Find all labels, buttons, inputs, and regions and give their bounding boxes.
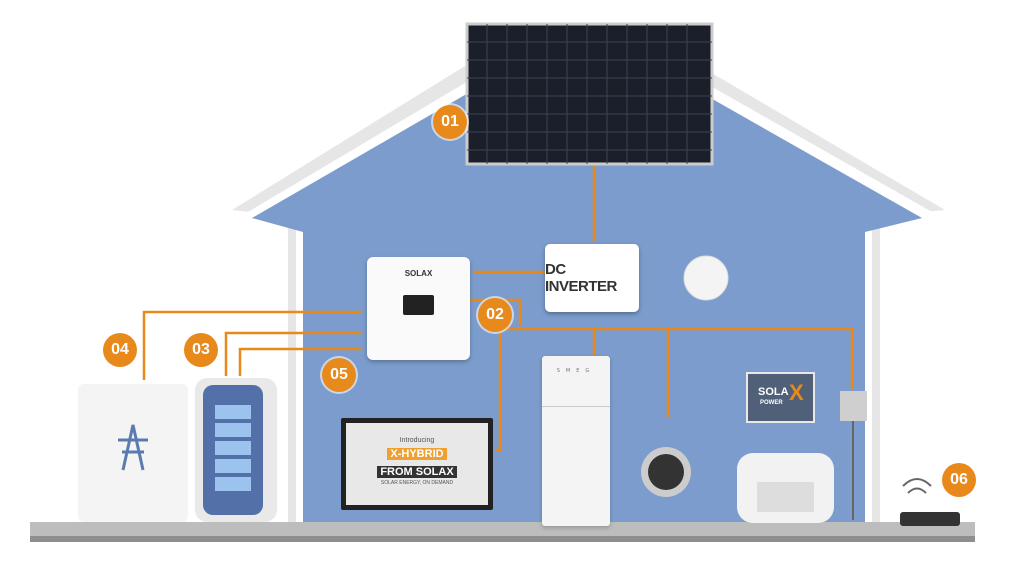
badge-05: 05 [322, 358, 356, 392]
badge-04: 04 [103, 333, 137, 367]
fridge-brand: SMEG [556, 368, 596, 374]
tv-line3: FROM SOLAX [377, 466, 457, 478]
badge-02: 02 [478, 298, 512, 332]
tv-screen: Introducing X-HYBRID FROM SOLAX SOLAR EN… [346, 423, 488, 505]
badge-01: 01 [433, 105, 467, 139]
router [900, 478, 960, 526]
badge-03: 03 [184, 333, 218, 367]
tv-line1: Introducing [399, 437, 435, 444]
television: Introducing X-HYBRID FROM SOLAX SOLAR EN… [341, 418, 493, 510]
solar-panel [465, 22, 714, 166]
tv-line2: X-HYBRID [387, 448, 447, 460]
tv-line4: SOLAR ENERGY, ON DEMAND [380, 480, 454, 486]
armchair [737, 453, 834, 523]
dc-inverter-label: DC INVERTER [545, 261, 617, 295]
sign-sub: POWER [760, 400, 783, 406]
solax-hybrid-inverter: SOLAX [367, 257, 470, 360]
solax-power-sign: SOLA X POWER [746, 372, 815, 423]
thermostat [683, 255, 729, 301]
sign-brand: SOLA [758, 386, 789, 398]
badge-06: 06 [942, 463, 976, 497]
fridge: SMEG [542, 356, 610, 526]
dc-inverter-box: DC INVERTER [545, 244, 639, 312]
inverter-brand: SOLAX [404, 269, 433, 278]
sign-x: X [789, 380, 804, 405]
grid-cabinet [78, 384, 188, 522]
battery-unit [195, 378, 277, 522]
floor-lamp [840, 391, 867, 520]
inverter-display [403, 295, 434, 315]
